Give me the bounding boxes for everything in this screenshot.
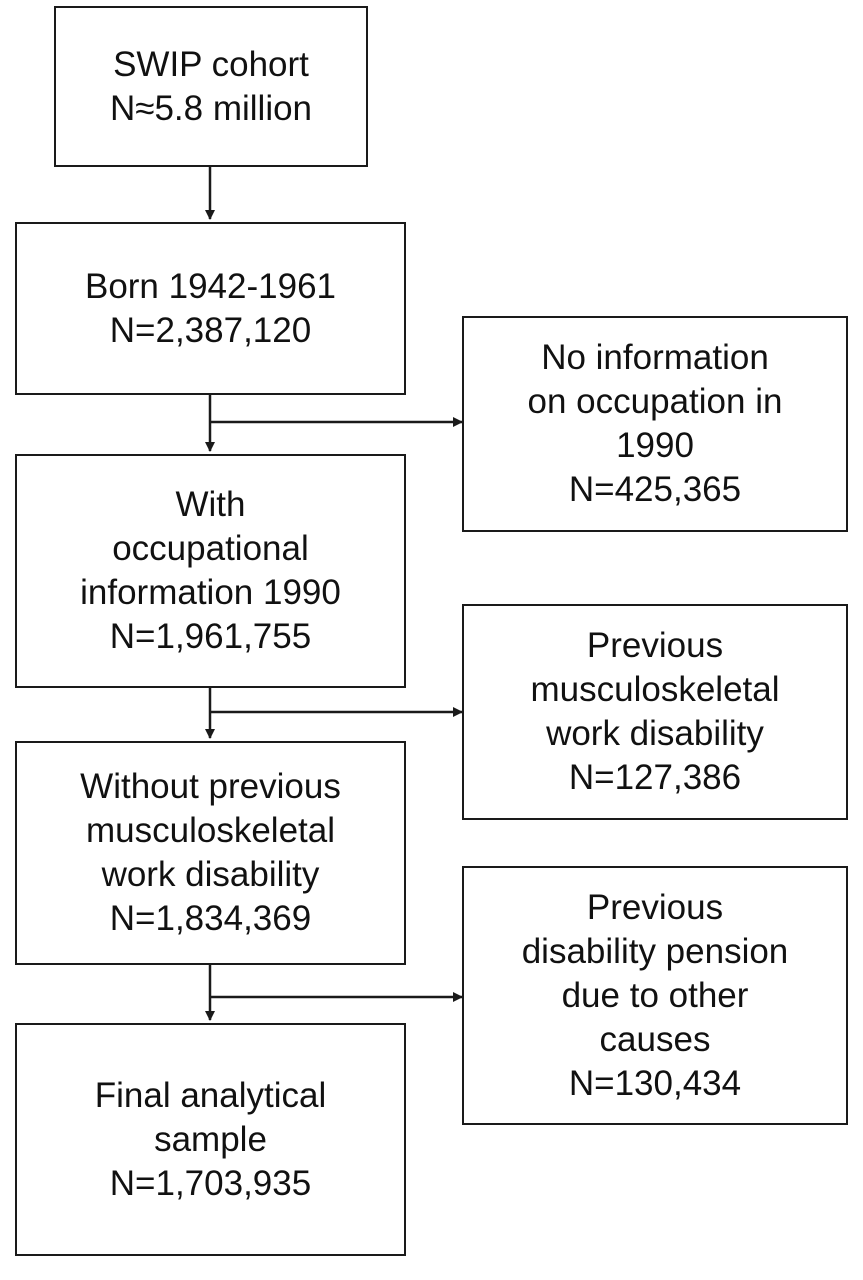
box-with-occupational-information: With occupational information 1990 N=1,9… — [15, 454, 406, 688]
box-line: causes — [599, 1019, 711, 1059]
box-exclusion-other-causes: Previous disability pension due to other… — [462, 866, 848, 1125]
box-line: N≈5.8 million — [109, 88, 313, 128]
box-line: N=130,434 — [568, 1063, 742, 1103]
box-line: N=1,834,369 — [109, 899, 312, 938]
box-line: 1990 — [616, 426, 694, 465]
box-line: Previous — [586, 887, 724, 927]
box-born-1942-1961: Born 1942-1961 N=2,387,120 — [15, 222, 406, 395]
box-line: Final analytical — [94, 1075, 327, 1115]
box-final-analytical-sample: Final analytical sample N=1,703,935 — [15, 1023, 406, 1256]
box-line: due to other — [561, 975, 749, 1015]
box-line: Previous — [586, 626, 724, 665]
box-line: No information — [541, 338, 769, 377]
box-exclusion-previous-musculoskeletal: Previous musculoskeletal work disability… — [462, 604, 848, 820]
box-line: on occupation in — [527, 382, 783, 421]
box-line: N=2,387,120 — [109, 310, 312, 350]
box-line: N=1,703,935 — [109, 1163, 312, 1203]
box-line: sample — [154, 1119, 267, 1159]
box-line: SWIP cohort — [113, 44, 309, 84]
box-without-previous-disability: Without previous musculoskeletal work di… — [15, 741, 406, 965]
box-line: musculoskeletal — [86, 811, 335, 850]
box-line: With — [175, 485, 246, 524]
box-exclusion-no-occupation-info: No information on occupation in 1990 N=4… — [462, 316, 848, 532]
box-swip-cohort: SWIP cohort N≈5.8 million — [54, 6, 368, 167]
box-line: N=425,365 — [568, 470, 742, 509]
box-line: Born 1942-1961 — [84, 266, 337, 306]
box-line: musculoskeletal — [530, 670, 780, 709]
box-line: disability pension — [521, 931, 789, 971]
box-line: occupational — [112, 529, 309, 568]
box-line: Without previous — [80, 767, 341, 806]
box-line: work disability — [546, 714, 764, 753]
box-line: information 1990 — [80, 573, 341, 612]
box-line: work disability — [101, 855, 320, 894]
box-line: N=1,961,755 — [109, 617, 312, 656]
box-line: N=127,386 — [568, 758, 742, 797]
